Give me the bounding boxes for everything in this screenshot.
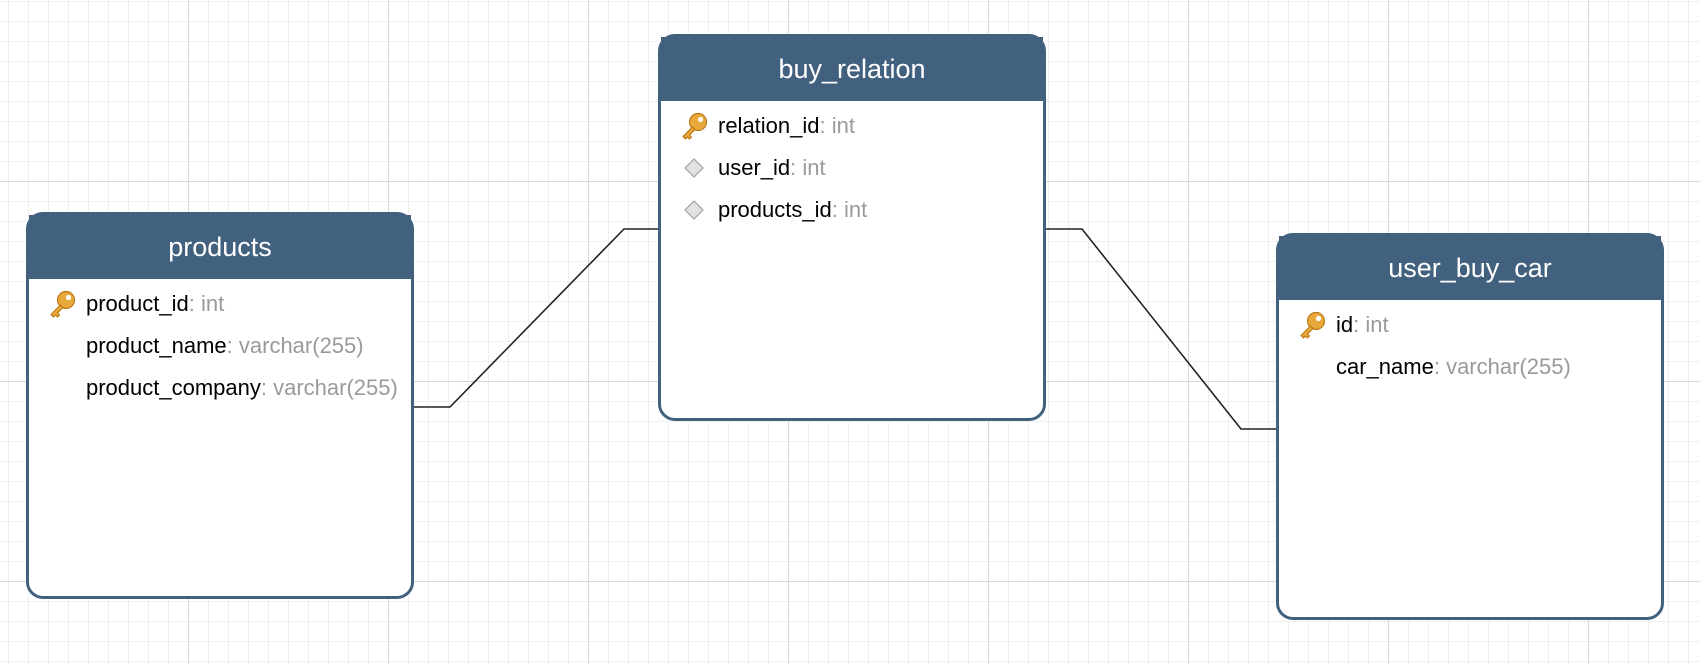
- table-products[interactable]: products product_id: int product_name: v…: [26, 212, 414, 599]
- field-type: : int: [819, 113, 855, 138]
- field-row[interactable]: car_name: varchar(255): [1279, 346, 1661, 388]
- table-header[interactable]: buy_relation: [661, 37, 1043, 101]
- table-header[interactable]: user_buy_car: [1279, 236, 1661, 300]
- field-type: : int: [188, 291, 225, 316]
- field-name: product_company: [86, 375, 261, 400]
- table-fields: id: int car_name: varchar(255): [1279, 300, 1661, 388]
- field-row[interactable]: products_id: int: [661, 189, 1043, 231]
- field-type: : int: [790, 155, 826, 180]
- field-type: : varchar(255): [1433, 354, 1571, 379]
- table-title: products: [168, 231, 272, 262]
- table-buy-relation[interactable]: buy_relation relation_id: int: [658, 34, 1046, 421]
- table-header[interactable]: products: [29, 215, 411, 279]
- field-name: relation_id: [718, 113, 820, 138]
- table-fields: relation_id: int user_id: int products_i…: [661, 101, 1043, 231]
- foreign-key-diamond-icon: [678, 152, 710, 184]
- relation-line-buy-relation-user-buy-car[interactable]: [1044, 228, 1278, 430]
- field-name: product_id: [86, 291, 189, 316]
- field-type: : int: [1353, 312, 1389, 337]
- primary-key-icon: [678, 110, 710, 142]
- table-title: user_buy_car: [1388, 252, 1552, 283]
- field-row[interactable]: product_name: varchar(255): [29, 325, 411, 367]
- primary-key-icon: [1296, 309, 1328, 341]
- field-type: : int: [831, 197, 868, 222]
- field-row[interactable]: product_id: int: [29, 283, 411, 325]
- field-row[interactable]: product_company: varchar(255): [29, 367, 411, 409]
- table-fields: product_id: int product_name: varchar(25…: [29, 279, 411, 409]
- primary-key-icon: [46, 288, 78, 320]
- field-type: : varchar(255): [260, 375, 398, 400]
- field-type: : varchar(255): [226, 333, 364, 358]
- field-row[interactable]: id: int: [1279, 304, 1661, 346]
- relation-line-products-buy-relation[interactable]: [411, 228, 660, 408]
- table-title: buy_relation: [778, 53, 926, 84]
- table-user-buy-car[interactable]: user_buy_car id: int car_name: varchar(2…: [1276, 233, 1664, 620]
- field-name: product_name: [86, 333, 227, 358]
- field-name: products_id: [718, 197, 832, 222]
- field-name: user_id: [718, 155, 791, 180]
- field-name: id: [1336, 312, 1354, 337]
- field-name: car_name: [1336, 354, 1434, 379]
- field-row[interactable]: user_id: int: [661, 147, 1043, 189]
- field-row[interactable]: relation_id: int: [661, 105, 1043, 147]
- foreign-key-diamond-icon: [678, 194, 710, 226]
